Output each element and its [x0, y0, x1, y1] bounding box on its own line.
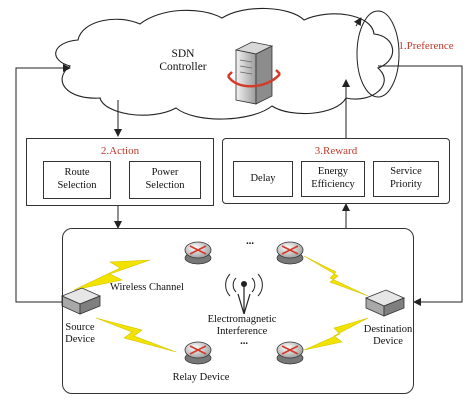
controller-label: SDN Controller [148, 48, 218, 74]
energy-efficiency-line2: Efficiency [311, 179, 355, 190]
power-selection-box: Power Selection [129, 161, 201, 199]
control-arrow [378, 65, 463, 306]
antenna-icon [225, 273, 263, 315]
controller-label-line2: Controller [159, 61, 207, 74]
sdn-cloud [55, 7, 394, 120]
source-device-icon [60, 287, 102, 315]
lightning-icon [303, 255, 369, 297]
relay-device-label: Relay Device [172, 372, 230, 383]
route-selection-line2: Selection [57, 180, 97, 191]
ellipsis-bottom: ... [240, 336, 248, 347]
reward-panel: 3.Reward Delay Energy Efficiency Service… [222, 138, 450, 204]
power-selection-line2: Selection [145, 180, 185, 191]
ellipsis-top: ... [246, 236, 254, 247]
action-panel: 2.Action Route Selection Power Selection [26, 138, 214, 206]
service-priority-line1: Service [390, 166, 422, 178]
destination-device-label: Destination Device [348, 324, 428, 348]
route-selection-line1: Route [64, 167, 90, 179]
network-panel [62, 228, 414, 394]
delay-box: Delay [233, 161, 293, 197]
source-device-label: Source Device [50, 322, 110, 346]
server-icon [226, 41, 281, 105]
source-device-line2: Device [65, 334, 95, 346]
service-priority-line2: Priority [389, 179, 423, 190]
lightning-icon [303, 317, 369, 351]
lightning-icon [95, 317, 177, 353]
route-selection-box: Route Selection [43, 161, 111, 199]
destination-device-icon [364, 289, 406, 317]
delay-label: Delay [250, 172, 276, 184]
interference-label: Electromagnetic Interference [190, 314, 294, 338]
action-title: 2.Action [100, 145, 140, 157]
power-selection-line1: Power [151, 167, 179, 179]
lightning-icon [73, 259, 151, 291]
wireless-channel-label: Wireless Channel [110, 282, 184, 293]
controller-label-line1: SDN [171, 48, 195, 60]
destination-device-line2: Device [373, 336, 403, 348]
router-icon [184, 241, 212, 265]
router-icon [184, 341, 212, 365]
preference-loop [356, 10, 400, 98]
preference-label: 1.Preference [398, 40, 454, 52]
energy-efficiency-box: Energy Efficiency [301, 161, 365, 197]
router-icon [276, 341, 304, 365]
feedback-arrow [15, 64, 71, 303]
energy-efficiency-line1: Energy [317, 166, 349, 178]
source-device-line1: Source [65, 322, 95, 333]
reward-title: 3.Reward [314, 145, 358, 157]
service-priority-box: Service Priority [373, 161, 439, 197]
interference-line1: Electromagnetic [207, 314, 277, 325]
router-icon [276, 241, 304, 265]
destination-device-line1: Destination [363, 324, 413, 335]
interference-line2: Interference [216, 326, 268, 338]
